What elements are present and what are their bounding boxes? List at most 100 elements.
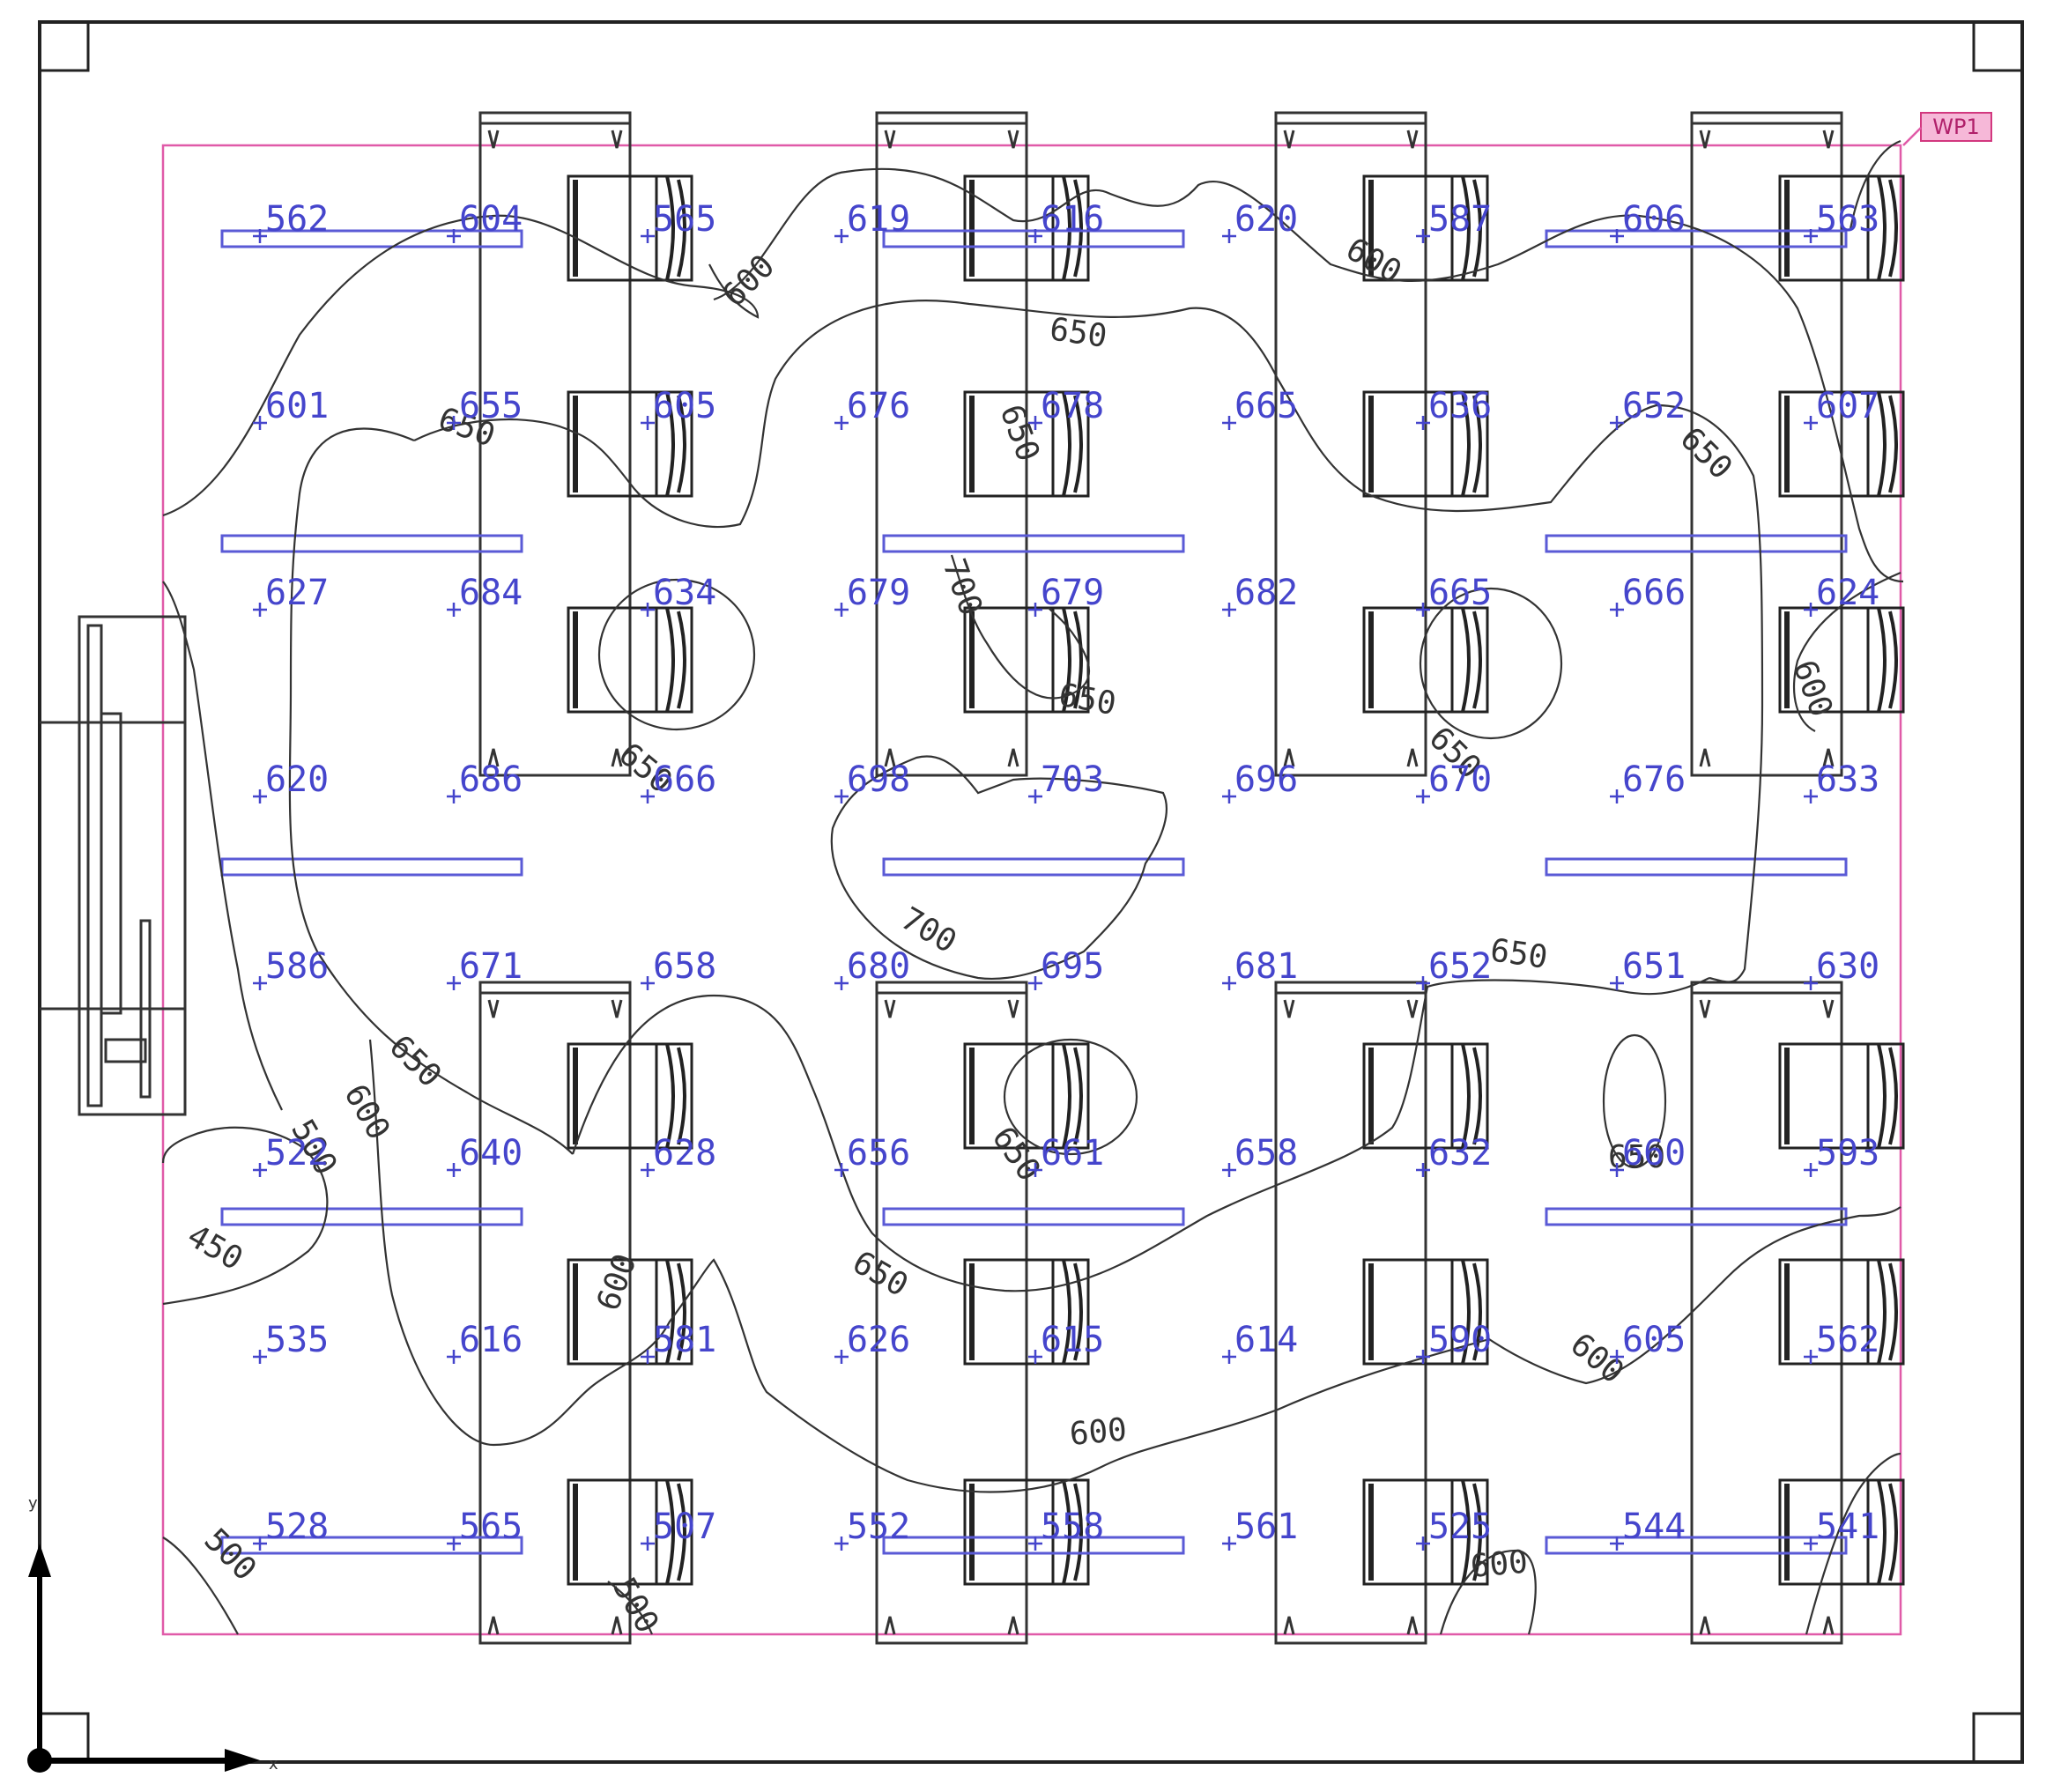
calc-value: 615 (1041, 1320, 1104, 1360)
calc-value: 652 (1622, 386, 1686, 426)
calc-value: 541 (1816, 1507, 1879, 1547)
calc-point: 678 (1028, 386, 1104, 430)
calc-value: 679 (1041, 573, 1104, 613)
calc-point: 605 (1610, 1320, 1686, 1364)
origin-icon (27, 1748, 52, 1773)
calc-point: 670 (1416, 759, 1492, 803)
calc-point: 614 (1222, 1320, 1298, 1364)
calc-value: 658 (653, 946, 716, 987)
calc-value: 661 (1041, 1133, 1104, 1174)
calc-value: 670 (1428, 759, 1492, 800)
calc-value: 660 (1622, 1133, 1686, 1174)
calc-point: 684 (447, 573, 523, 617)
calc-value: 634 (653, 573, 716, 613)
calc-value: 682 (1234, 573, 1298, 613)
desk-block (1274, 111, 1427, 777)
calc-point: 601 (253, 386, 329, 430)
calc-value: 619 (847, 199, 910, 240)
calc-point: 666 (1610, 573, 1686, 617)
calc-value: 703 (1041, 759, 1104, 800)
contour-650-ring-4 (1602, 1033, 1667, 1169)
calc-point: 665 (1222, 386, 1298, 430)
desk-block (478, 111, 632, 777)
contour-label: 650 (1488, 932, 1550, 976)
calc-point: 651 (1610, 946, 1686, 990)
calc-point: 703 (1028, 759, 1104, 803)
calc-value: 658 (1234, 1133, 1298, 1174)
calc-value: 614 (1234, 1320, 1298, 1360)
contour-600-lower (368, 1039, 1901, 1493)
calc-value: 525 (1428, 1507, 1492, 1547)
chair-icon (567, 174, 693, 282)
chair-icon (1778, 606, 1905, 714)
calc-value: 671 (459, 946, 523, 987)
calc-point: 658 (641, 946, 716, 990)
calc-value: 676 (847, 386, 910, 426)
calc-value: 535 (265, 1320, 329, 1360)
calc-point: 619 (834, 199, 910, 243)
calc-value: 607 (1816, 386, 1879, 426)
calc-value: 605 (653, 386, 716, 426)
calc-point: 528 (253, 1507, 329, 1551)
x-axis-label: x (269, 1755, 278, 1773)
chair-icon (963, 606, 1090, 714)
calc-value: 581 (653, 1320, 716, 1360)
chair-icon (1362, 1042, 1489, 1150)
chair-icon (1362, 390, 1489, 498)
contour-label: 450 (182, 1218, 249, 1277)
luminaire-icon (882, 1536, 1185, 1555)
calc-value: 544 (1622, 1507, 1686, 1547)
calc-point: 676 (834, 386, 910, 430)
calc-value: 684 (459, 573, 523, 613)
calc-value: 695 (1041, 946, 1104, 987)
calc-point: 633 (1804, 759, 1879, 803)
contour-label: 600 (1340, 231, 1408, 291)
chair-layer (567, 174, 1905, 1586)
calc-point: 544 (1610, 1507, 1686, 1551)
calc-point: 620 (1222, 199, 1298, 243)
contour-600-bottom-right (1805, 1452, 1901, 1635)
calc-point: 590 (1416, 1320, 1492, 1364)
chair-icon (1778, 174, 1905, 282)
luminaire-icon (220, 229, 523, 248)
luminaire-icon (882, 1207, 1185, 1226)
calc-value: 626 (847, 1320, 910, 1360)
chair-icon (1778, 1258, 1905, 1366)
contour-600-left-lower (161, 1126, 329, 1306)
contour-label: 700 (936, 554, 990, 620)
contour-label: 600 (1469, 1544, 1529, 1585)
contour-label: 600 (1563, 1326, 1630, 1390)
calc-value: 630 (1816, 946, 1879, 987)
contour-700-upper (950, 554, 1091, 700)
calc-value: 587 (1428, 199, 1492, 240)
calc-point: 535 (253, 1320, 329, 1364)
calc-value: 606 (1622, 199, 1686, 240)
calc-point: 627 (253, 573, 329, 617)
chair-icon (963, 1042, 1090, 1150)
chair-icon (963, 174, 1090, 282)
calc-point: 698 (834, 759, 910, 803)
luminaire-icon (220, 857, 523, 877)
contour-650-ring-2 (1419, 587, 1563, 740)
calc-value: 561 (1234, 1507, 1298, 1547)
calc-point: 696 (1222, 759, 1298, 803)
calc-point: 541 (1804, 1507, 1879, 1551)
calc-point: 565 (641, 199, 716, 243)
calc-point: 624 (1804, 573, 1879, 617)
calc-point: 652 (1416, 946, 1492, 990)
calc-point: 671 (447, 946, 523, 990)
calc-value: 601 (265, 386, 329, 426)
chair-icon (1778, 1042, 1905, 1150)
contour-500-left (162, 581, 283, 1111)
calc-value: 652 (1428, 946, 1492, 987)
workplane-tag[interactable]: WP1 (1902, 112, 1992, 146)
calc-value: 678 (1041, 386, 1104, 426)
luminaire-icon (1545, 1536, 1848, 1555)
chair-icon (567, 606, 693, 714)
contour-600-top-right (713, 167, 1904, 583)
contour-650-ring-1 (597, 578, 756, 731)
calc-point: 660 (1610, 1133, 1686, 1177)
y-axis-label: y (28, 1494, 38, 1513)
chair-icon (1778, 390, 1905, 498)
